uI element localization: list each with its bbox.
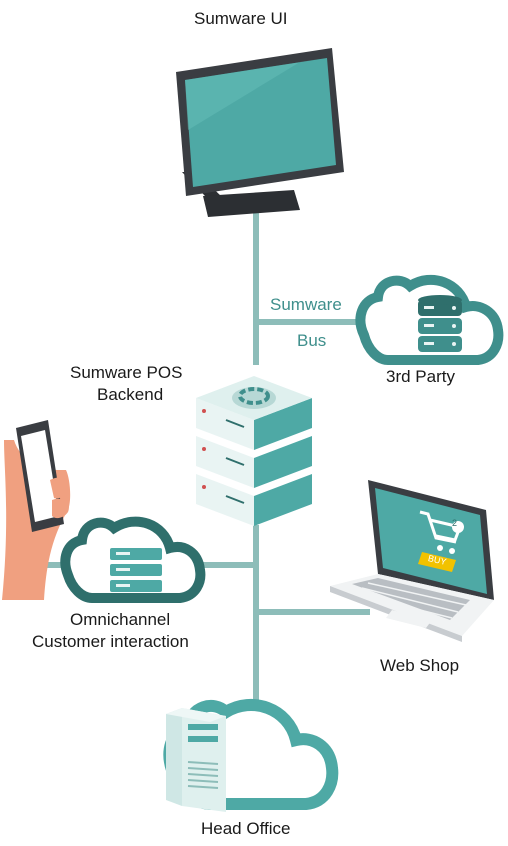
bus-label-line2: Bus — [297, 331, 327, 350]
head-office-label: Head Office — [201, 819, 291, 838]
sumware-ui-label: Sumware UI — [194, 9, 288, 28]
omnichannel-label-line1: Omnichannel — [70, 610, 171, 629]
cart-count-badge: 2 — [452, 518, 458, 528]
bus-label-line1: Sumware — [270, 295, 342, 314]
web-shop-label: Web Shop — [380, 656, 460, 675]
third-party-label: 3rd Party — [386, 367, 455, 386]
pos-backend-label-line2: Backend — [97, 385, 164, 404]
pos-backend-label-line1: Sumware POS — [70, 363, 183, 382]
omnichannel-label-line2: Customer interaction — [32, 632, 189, 651]
